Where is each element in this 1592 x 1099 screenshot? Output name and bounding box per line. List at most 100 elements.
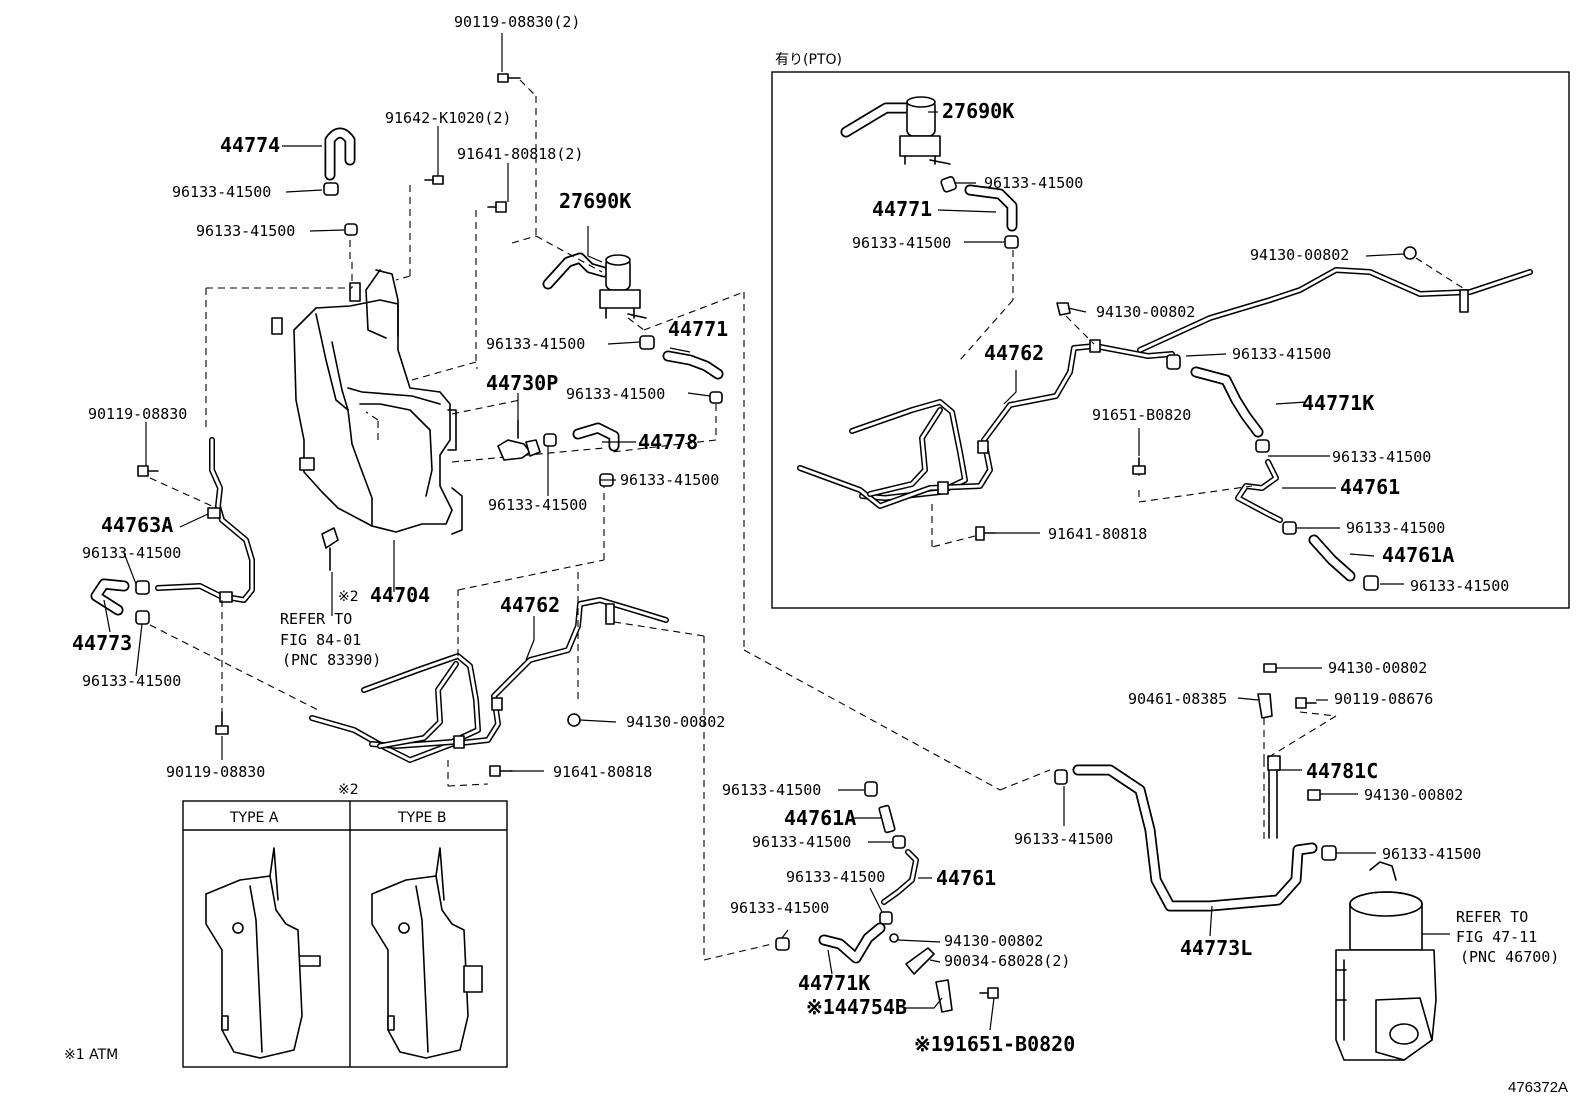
vsv-valve-27690k[interactable] <box>542 252 647 319</box>
bolt-90119-left[interactable] <box>137 465 159 477</box>
label-44771-main: 44771 <box>668 317 728 341</box>
clip-94130-b-main[interactable] <box>1263 663 1277 673</box>
hose-44774[interactable] <box>323 127 358 236</box>
leader-lines <box>103 33 1450 1031</box>
clip-96133-n[interactable] <box>879 911 893 925</box>
label-91641-80818-pto: 91641-80818 <box>1048 525 1147 543</box>
pipe-44763a[interactable] <box>155 437 255 603</box>
label-44773: 44773 <box>72 631 132 655</box>
bolt-91641-main[interactable] <box>489 765 513 777</box>
label-type-a: TYPE A <box>229 810 279 826</box>
bracket-44781c[interactable] <box>1267 755 1281 839</box>
reservoir-tank-44704[interactable] <box>271 269 463 535</box>
pressure-switch[interactable] <box>321 527 339 571</box>
label-pnc-83390: (PNC 83390) <box>282 651 381 669</box>
label-refer-to-b: REFER TO <box>1456 908 1528 926</box>
label-96133-p1: 96133-41500 <box>984 174 1083 192</box>
hose-44773l[interactable] <box>1054 764 1337 912</box>
label-44704: 44704 <box>370 583 430 607</box>
clip-96133-m[interactable] <box>892 835 906 849</box>
pto-hose-44761a[interactable] <box>1282 521 1379 591</box>
label-27690k-main: 27690K <box>559 189 631 213</box>
hose-44778[interactable] <box>543 422 620 487</box>
label-96133-p6: 96133-41500 <box>1410 577 1509 595</box>
label-96133-e: 96133-41500 <box>620 471 719 489</box>
bracket-44754b[interactable] <box>935 979 953 1013</box>
label-diagram-id: 476372A <box>1508 1079 1568 1096</box>
pto-inset-frame <box>771 71 1570 609</box>
label-fig-47: FIG 47-11 <box>1456 928 1537 946</box>
label-96133-g: 96133-41500 <box>82 544 181 562</box>
pto-vsv-valve[interactable] <box>840 96 951 165</box>
tank-type-a <box>205 847 321 1059</box>
label-96133-p2: 96133-41500 <box>852 234 951 252</box>
bolt-90119-top[interactable] <box>497 73 521 83</box>
label-96133-n: 96133-41500 <box>786 868 885 886</box>
pto-bolt-91641[interactable] <box>975 526 996 541</box>
label-44762-main: 44762 <box>500 593 560 617</box>
label-atm: ※1 ATM <box>64 1047 118 1063</box>
label-91642-k1020: 91642-K1020(2) <box>385 109 511 127</box>
pipe-44761a-main[interactable] <box>878 804 896 834</box>
pto-clip-94130-b[interactable] <box>1403 246 1417 260</box>
label-90119-08830-a: 90119-08830 <box>88 405 187 423</box>
pipe-44762-main[interactable] <box>309 597 669 763</box>
bracket-90034[interactable] <box>905 947 935 975</box>
label-91651-b0820-pto: 91651-B0820 <box>1092 406 1191 424</box>
pto-hose-44771k[interactable] <box>1166 354 1270 453</box>
pto-bolt-91651[interactable] <box>1132 457 1146 476</box>
label-96133-h: 96133-41500 <box>82 672 181 690</box>
label-90034: 90034-68028(2) <box>944 952 1070 970</box>
label-96133-i: 96133-41500 <box>1014 830 1113 848</box>
pto-pipe-44762[interactable] <box>797 267 1533 509</box>
label-96133-o: 96133-41500 <box>730 899 829 917</box>
label-44778: 44778 <box>638 430 698 454</box>
vacuum-canister[interactable] <box>1335 861 1437 1061</box>
label-91641-80818-a: 91641-80818 <box>553 763 652 781</box>
clip-94130-c[interactable] <box>1307 789 1321 801</box>
label-96133-c: 96133-41500 <box>486 335 585 353</box>
label-96133-m: 96133-41500 <box>752 833 851 851</box>
label-96133-l: 96133-41500 <box>722 781 821 799</box>
label-44754b: ※144754B <box>806 995 907 1019</box>
label-44761-main: 44761 <box>936 866 996 890</box>
hose-44771k-main[interactable] <box>775 922 886 964</box>
label-44730p: 44730P <box>486 371 558 395</box>
label-91641-80818-2: 91641-80818(2) <box>457 145 583 163</box>
label-94130-c: 94130-00802 <box>1364 786 1463 804</box>
label-94130-p2: 94130-00802 <box>1096 303 1195 321</box>
bolt-90119-bottom[interactable] <box>215 711 229 735</box>
label-pnc-46700: (PNC 46700) <box>1460 948 1559 966</box>
clip-96133-l[interactable] <box>864 781 878 797</box>
bolt-91641-top[interactable] <box>487 201 507 213</box>
label-refer-to-a: REFER TO <box>280 610 352 628</box>
pto-hose-44771[interactable] <box>940 176 1019 249</box>
label-94130-p1: 94130-00802 <box>1250 246 1349 264</box>
label-96133-a: 96133-41500 <box>172 183 271 201</box>
hose-44771-main[interactable] <box>639 335 724 404</box>
label-96133-b: 96133-41500 <box>196 222 295 240</box>
label-44762-pto: 44762 <box>984 341 1044 365</box>
clip-90461[interactable] <box>1257 693 1273 719</box>
label-94130-a: 94130-00802 <box>626 713 725 731</box>
label-90119-08676: 90119-08676 <box>1334 690 1433 708</box>
label-ref2-box: ※2 <box>338 782 359 798</box>
pto-pipe-44761[interactable] <box>1235 459 1283 523</box>
bolt-91642[interactable] <box>424 175 444 185</box>
bolt-91651-main[interactable] <box>979 987 999 999</box>
clip-94130-d[interactable] <box>889 933 899 943</box>
label-96133-d: 96133-41500 <box>566 385 665 403</box>
label-90119-08830-b: 90119-08830 <box>166 763 265 781</box>
label-94130-b: 94130-00802 <box>1328 659 1427 677</box>
bolt-90119-08676[interactable] <box>1295 697 1317 709</box>
hose-44773[interactable] <box>90 578 150 625</box>
label-44763a: 44763A <box>101 513 173 537</box>
label-44781c: 44781C <box>1306 759 1378 783</box>
pto-clip-94130-a[interactable] <box>1056 302 1071 316</box>
pipe-44761-main[interactable] <box>881 849 919 905</box>
clip-94130-main[interactable] <box>567 713 581 727</box>
label-fig-84: FIG 84-01 <box>280 631 361 649</box>
sensor-44730p[interactable] <box>497 419 541 461</box>
label-44771-pto: 44771 <box>872 197 932 221</box>
